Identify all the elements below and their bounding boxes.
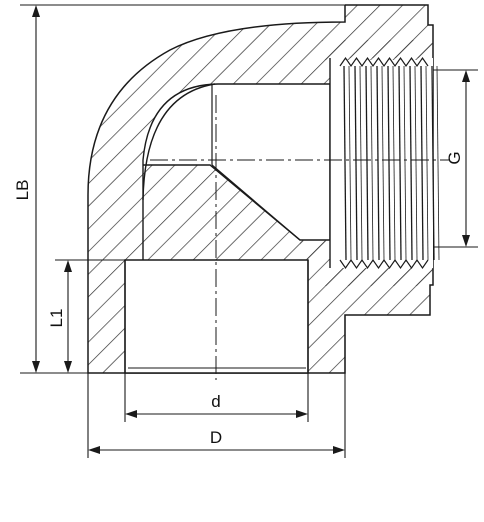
thread-line (387, 65, 391, 261)
thread-lines (343, 65, 440, 261)
inner-bore (124, 83, 331, 374)
label-d-outer: D (210, 428, 222, 447)
label-l1: L1 (47, 309, 66, 328)
thread-line (425, 65, 429, 261)
thread-line (398, 65, 402, 261)
thread-line (431, 65, 435, 261)
thread-line (403, 65, 407, 261)
label-g: G (445, 151, 464, 164)
thread-line (414, 65, 418, 261)
thread-line (370, 65, 374, 261)
mitre-line (211, 164, 301, 241)
thread-line (354, 65, 358, 261)
thread-line (359, 65, 363, 261)
thread-line (409, 65, 413, 261)
elbow-curve (142, 83, 216, 201)
thread-line (381, 65, 385, 261)
thread-line (420, 65, 424, 261)
thread-line (392, 65, 396, 261)
thread-line (343, 65, 347, 261)
label-d-inner: d (211, 392, 220, 411)
thread-line (376, 65, 380, 261)
thread-teeth-top (339, 56, 429, 68)
thread-line (365, 65, 369, 261)
thread-line (436, 65, 440, 261)
label-lb: LB (13, 180, 32, 201)
thread-line (348, 65, 352, 261)
